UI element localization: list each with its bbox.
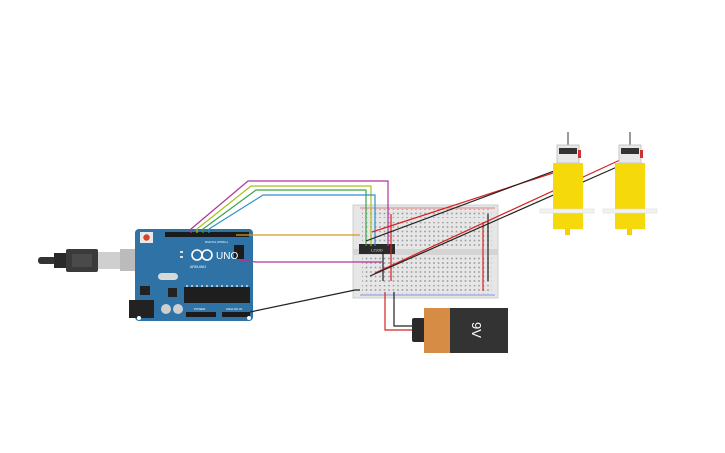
driver-chip-label: L293D [371, 248, 383, 253]
power-pin-header[interactable] [186, 312, 216, 317]
dc-motor-left[interactable] [539, 132, 595, 235]
wire-yellow-green[interactable] [196, 185, 372, 246]
battery-clip [412, 318, 425, 342]
digital-header-label: DIGITAL (PWM~) [205, 240, 228, 244]
power-jack [129, 300, 154, 318]
digital-pin-header[interactable] [165, 232, 249, 237]
wire-motor1-black[interactable] [365, 167, 563, 242]
wire-purple-top[interactable] [190, 180, 389, 246]
board-brand-label: ARDUINO [190, 265, 206, 269]
wire-blue[interactable] [208, 194, 376, 246]
battery-wire-red[interactable] [384, 292, 413, 331]
battery-label: 9V [469, 322, 484, 338]
usb-cable[interactable] [38, 249, 138, 272]
dc-motor-right[interactable] [602, 132, 658, 235]
wire-purple-bottom[interactable] [239, 259, 382, 263]
battery-wire-black[interactable] [393, 292, 413, 327]
battery-9v[interactable]: 9V [412, 308, 508, 353]
microcontroller-chip [184, 287, 250, 303]
arduino-uno-board[interactable]: UNO ARDUINO DIGITAL (PWM~) POWER ANALOG … [129, 229, 253, 321]
board-model-label: UNO [216, 251, 238, 262]
power-header-label: POWER [194, 307, 206, 311]
wire-black-ground[interactable] [249, 289, 360, 313]
arduino-logo-icon [191, 249, 213, 261]
analog-header-label: ANALOG IN [226, 307, 242, 311]
analog-pin-header[interactable] [222, 312, 250, 317]
wire-motor2-black[interactable] [369, 162, 627, 277]
motor-driver-chip[interactable]: L293D [359, 244, 395, 254]
wire-green[interactable] [202, 189, 367, 246]
